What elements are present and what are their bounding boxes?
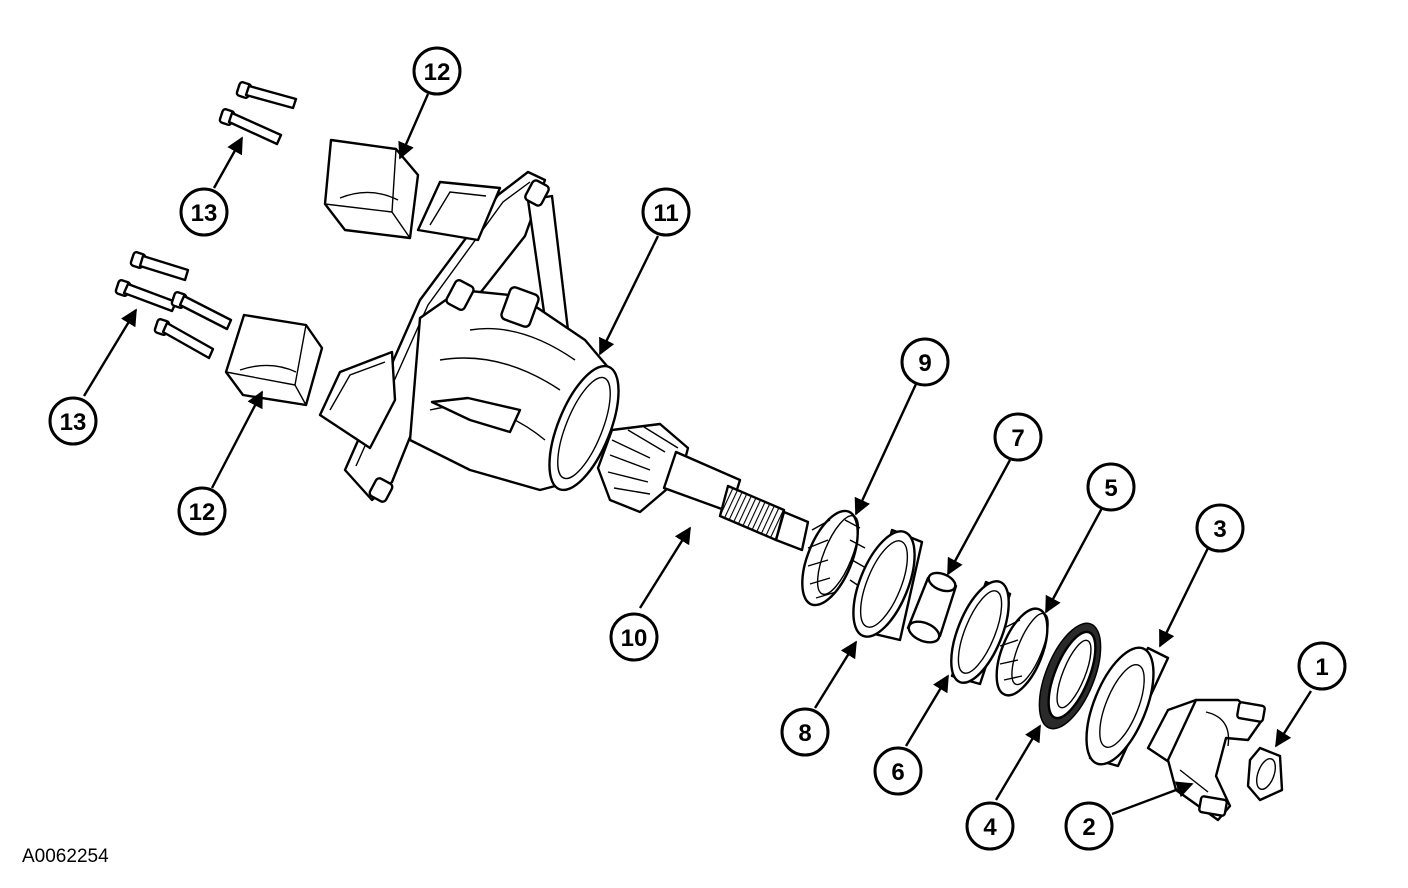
callout-4: 4: [965, 801, 1015, 851]
pinion-flange-yoke: [1146, 698, 1266, 822]
leader-13-lower: [82, 308, 138, 397]
bolt: [218, 108, 283, 146]
bearing-cup-front: [950, 580, 1012, 686]
callout-9-label: 9: [918, 350, 931, 377]
collapsible-spacer: [906, 571, 958, 644]
callout-1: 1: [1297, 641, 1347, 691]
callout-1-label: 1: [1315, 654, 1328, 681]
leader-2: [1111, 781, 1194, 816]
callout-12-upper: 12: [412, 46, 462, 96]
callout-4-label: 4: [983, 814, 997, 841]
figure-id: A0062254: [22, 846, 109, 867]
mount-bushing-upper: [323, 138, 420, 240]
leader-1: [1274, 690, 1313, 748]
leader-10: [638, 526, 692, 609]
leader-3: [1158, 547, 1210, 648]
leader-lines: [82, 93, 1313, 816]
callout-6: 6: [873, 746, 923, 796]
pinion-nut: [1246, 746, 1284, 802]
bolt: [170, 291, 233, 331]
bolt-group-lower: [114, 251, 233, 360]
callout-10-label: 10: [621, 625, 648, 652]
callout-13-upper: 13: [179, 187, 229, 237]
bolt: [235, 81, 298, 110]
callout-9: 9: [900, 337, 950, 387]
pinion-bearing-front: [995, 607, 1049, 697]
callout-7: 7: [993, 412, 1043, 462]
bolt: [153, 318, 215, 360]
leader-4: [994, 724, 1042, 801]
callout-11-label: 11: [653, 200, 678, 227]
bearing-cup-rear: [852, 528, 924, 642]
mount-bushing-lower: [224, 313, 324, 407]
callout-12-lower-label: 12: [189, 499, 216, 526]
callout-8-label: 8: [798, 720, 811, 747]
leader-8: [813, 640, 858, 709]
callout-13-lower-label: 13: [60, 409, 87, 436]
callout-6-label: 6: [891, 759, 904, 786]
leader-12-lower: [210, 390, 264, 489]
callout-7-label: 7: [1011, 425, 1024, 452]
leader-13-upper: [212, 136, 244, 189]
leader-12-upper: [398, 93, 430, 160]
drive-pinion-gear: [596, 422, 810, 552]
leader-5: [1044, 507, 1104, 614]
pinion-oil-seal: [1038, 622, 1102, 730]
bolt: [114, 279, 178, 313]
callout-3: 3: [1195, 503, 1245, 553]
callout-3-label: 3: [1213, 516, 1226, 543]
bolt: [129, 251, 190, 282]
leader-9: [854, 383, 918, 516]
leader-6: [904, 674, 950, 747]
callout-10: 10: [609, 612, 659, 662]
callout-11: 11: [641, 187, 691, 237]
callout-13-upper-label: 13: [191, 200, 218, 227]
bolt-group-upper: [218, 81, 298, 146]
pinion-bearing-rear: [801, 509, 867, 607]
callout-8: 8: [780, 707, 830, 757]
callout-5: 5: [1086, 462, 1136, 512]
leader-7: [946, 459, 1012, 576]
callout-12-upper-label: 12: [424, 59, 451, 86]
callout-5-label: 5: [1104, 475, 1117, 502]
callout-2: 2: [1064, 801, 1114, 851]
oil-slinger-deflector: [1085, 646, 1170, 768]
leader-11: [598, 235, 660, 356]
callout-13-lower: 13: [48, 396, 98, 446]
callout-2-label: 2: [1082, 814, 1095, 841]
differential-housing: [318, 170, 620, 503]
callout-12-lower: 12: [177, 486, 227, 536]
